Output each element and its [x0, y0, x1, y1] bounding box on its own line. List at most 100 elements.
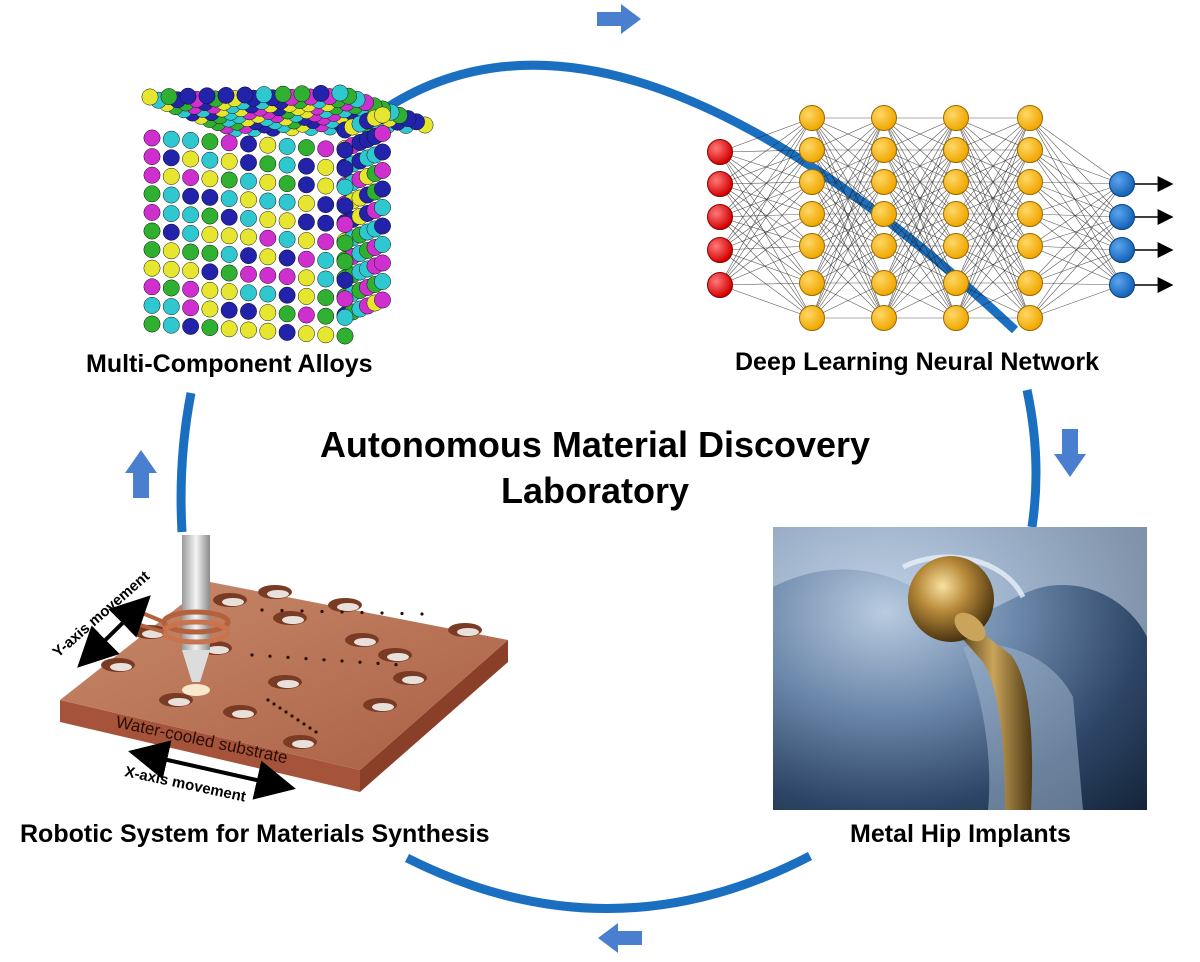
atom	[182, 280, 200, 298]
right-arrow-icon	[597, 4, 641, 34]
atom	[240, 154, 257, 172]
atom	[162, 316, 180, 334]
hidden-node	[943, 305, 969, 331]
cycle-arc-bottom	[404, 852, 813, 913]
atom	[143, 222, 161, 240]
atom	[317, 251, 335, 269]
diagram-title: Autonomous Material Discovery Laboratory	[250, 422, 940, 514]
deposition-dot	[358, 660, 362, 664]
up-arrow-icon	[125, 450, 157, 498]
network-connection	[719, 181, 813, 185]
atom	[201, 300, 219, 318]
atom	[278, 193, 296, 211]
atom	[374, 162, 391, 179]
hole-highlight	[354, 638, 376, 646]
atom	[201, 226, 219, 244]
atom	[297, 213, 315, 231]
deposition-dot	[278, 706, 282, 710]
hole-highlight	[402, 676, 424, 684]
network-connection	[1029, 213, 1123, 251]
deposition-dot	[360, 610, 364, 615]
atom	[162, 186, 180, 204]
atom	[143, 241, 161, 259]
network-connection	[811, 282, 885, 319]
left-arrow-icon	[598, 923, 642, 953]
output-node	[1109, 171, 1135, 197]
network-connection	[1029, 183, 1123, 247]
deposition-dot	[320, 609, 324, 614]
atom	[162, 167, 180, 185]
atom	[201, 263, 219, 281]
network-connection	[955, 213, 1031, 247]
deposition-dot	[420, 612, 424, 616]
hidden-node	[943, 137, 969, 163]
network-connection	[883, 117, 957, 247]
network-connection	[719, 245, 813, 251]
atom	[278, 137, 296, 155]
atom	[278, 249, 296, 267]
atom	[297, 325, 315, 343]
atom	[201, 319, 219, 337]
deposition-dot	[340, 659, 344, 663]
hidden-node	[871, 201, 897, 227]
atom	[162, 260, 180, 278]
atom	[162, 223, 180, 241]
network-connection	[811, 213, 885, 319]
atom	[220, 134, 238, 152]
atom	[278, 175, 296, 193]
atom	[297, 176, 315, 194]
atom	[162, 130, 180, 148]
network-connection	[1029, 213, 1123, 286]
atom	[240, 284, 257, 302]
atom	[162, 242, 180, 260]
atom	[297, 194, 315, 212]
atom	[336, 308, 354, 326]
atom	[259, 304, 277, 322]
atom	[201, 244, 219, 262]
network-connection	[883, 282, 957, 319]
hidden-node	[1017, 169, 1043, 195]
network-connection	[719, 213, 813, 218]
network-connection	[811, 181, 885, 319]
deposition-dot	[308, 726, 312, 730]
network-connection	[719, 216, 813, 247]
deposition-dot	[284, 710, 288, 714]
hole-highlight	[168, 698, 190, 706]
network-connection	[1029, 181, 1123, 185]
atom	[201, 133, 219, 151]
atom	[297, 139, 315, 157]
hidden-node	[1017, 233, 1043, 259]
hole-highlight	[457, 628, 479, 636]
network-connection	[719, 183, 813, 319]
atom	[179, 87, 197, 105]
atom	[240, 228, 257, 246]
network-connection	[883, 149, 957, 247]
network-connection	[719, 117, 813, 251]
atom	[317, 326, 335, 344]
atom	[331, 84, 349, 102]
atom	[182, 224, 200, 242]
network-connection	[955, 117, 1031, 215]
network-connection	[1029, 216, 1123, 284]
network-connection	[719, 117, 813, 185]
input-node	[707, 204, 733, 230]
atom	[297, 157, 315, 175]
hidden-node	[943, 270, 969, 296]
input-node	[707, 171, 733, 197]
hip-xray-svg	[773, 527, 1147, 810]
input-node	[707, 272, 733, 298]
atom	[143, 166, 161, 184]
atom	[259, 211, 277, 229]
hidden-node	[799, 169, 825, 195]
network-connection	[811, 117, 885, 183]
atom	[336, 290, 354, 308]
network-connection	[883, 149, 957, 284]
atom	[278, 156, 296, 174]
deposition-dot	[250, 653, 254, 657]
network-connection	[811, 245, 885, 319]
network-connection	[719, 117, 813, 153]
hidden-node	[871, 169, 897, 195]
hidden-node	[943, 105, 969, 131]
atom	[182, 262, 200, 280]
atom	[374, 254, 391, 272]
